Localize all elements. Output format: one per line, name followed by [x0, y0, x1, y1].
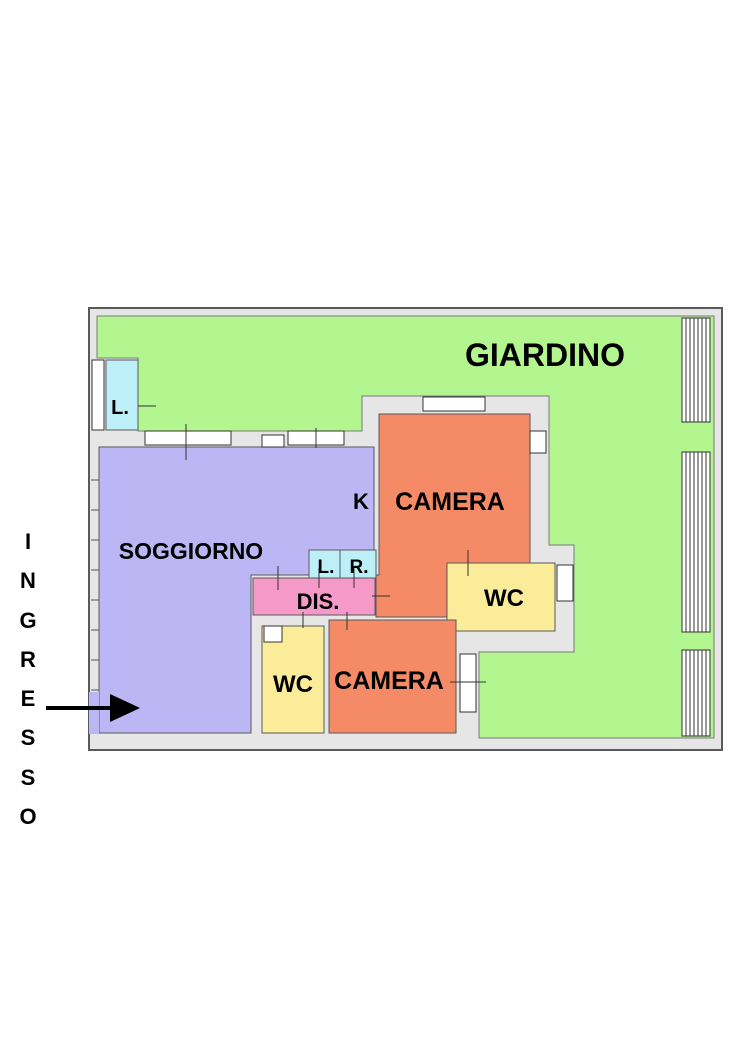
ingresso-vertical-label: I N G R E S S O: [8, 522, 48, 836]
grille-lines: [685, 318, 707, 736]
wc-2-room: [261, 625, 325, 734]
ripostiglio-l-room: [308, 549, 341, 579]
ingresso-letter: R: [20, 646, 36, 672]
giardino-label: GIARDINO: [465, 337, 625, 373]
disimpegno-room: [252, 577, 376, 616]
wc-1-room: [446, 562, 556, 632]
ripostiglio-l-label: L.: [318, 557, 335, 578]
wall-marks: [91, 479, 99, 691]
entrance-opening: [89, 692, 99, 734]
arrow-right-icon: [46, 694, 140, 722]
lavanderia-label: L.: [111, 397, 129, 419]
wc-2-label: WC: [273, 671, 313, 698]
disimpegno-label: DIS.: [297, 589, 340, 614]
door-ticks: [138, 405, 486, 683]
window-frames: [91, 359, 574, 713]
cucina-label: K: [353, 489, 369, 514]
ingresso-letter: I: [24, 529, 32, 554]
ingresso-letter: G: [19, 607, 37, 633]
ingresso-letter: S: [20, 764, 36, 790]
ingresso-letter: N: [20, 568, 36, 594]
camera-1-label: CAMERA: [395, 488, 505, 516]
soggiorno-label: SOGGIORNO: [119, 538, 263, 564]
ripostiglio-r-room: [339, 549, 377, 579]
ingresso-letter: E: [20, 686, 36, 712]
wc-1-label: WC: [484, 585, 524, 612]
camera-2-label: CAMERA: [334, 667, 444, 695]
radiator-grille-icon: [681, 317, 711, 737]
lavanderia-room: [105, 359, 139, 431]
ingresso-letter: O: [19, 804, 37, 830]
camera-2-room: [328, 619, 457, 734]
ripostiglio-r-label: R.: [350, 557, 369, 578]
ingresso-letter: S: [20, 725, 36, 751]
